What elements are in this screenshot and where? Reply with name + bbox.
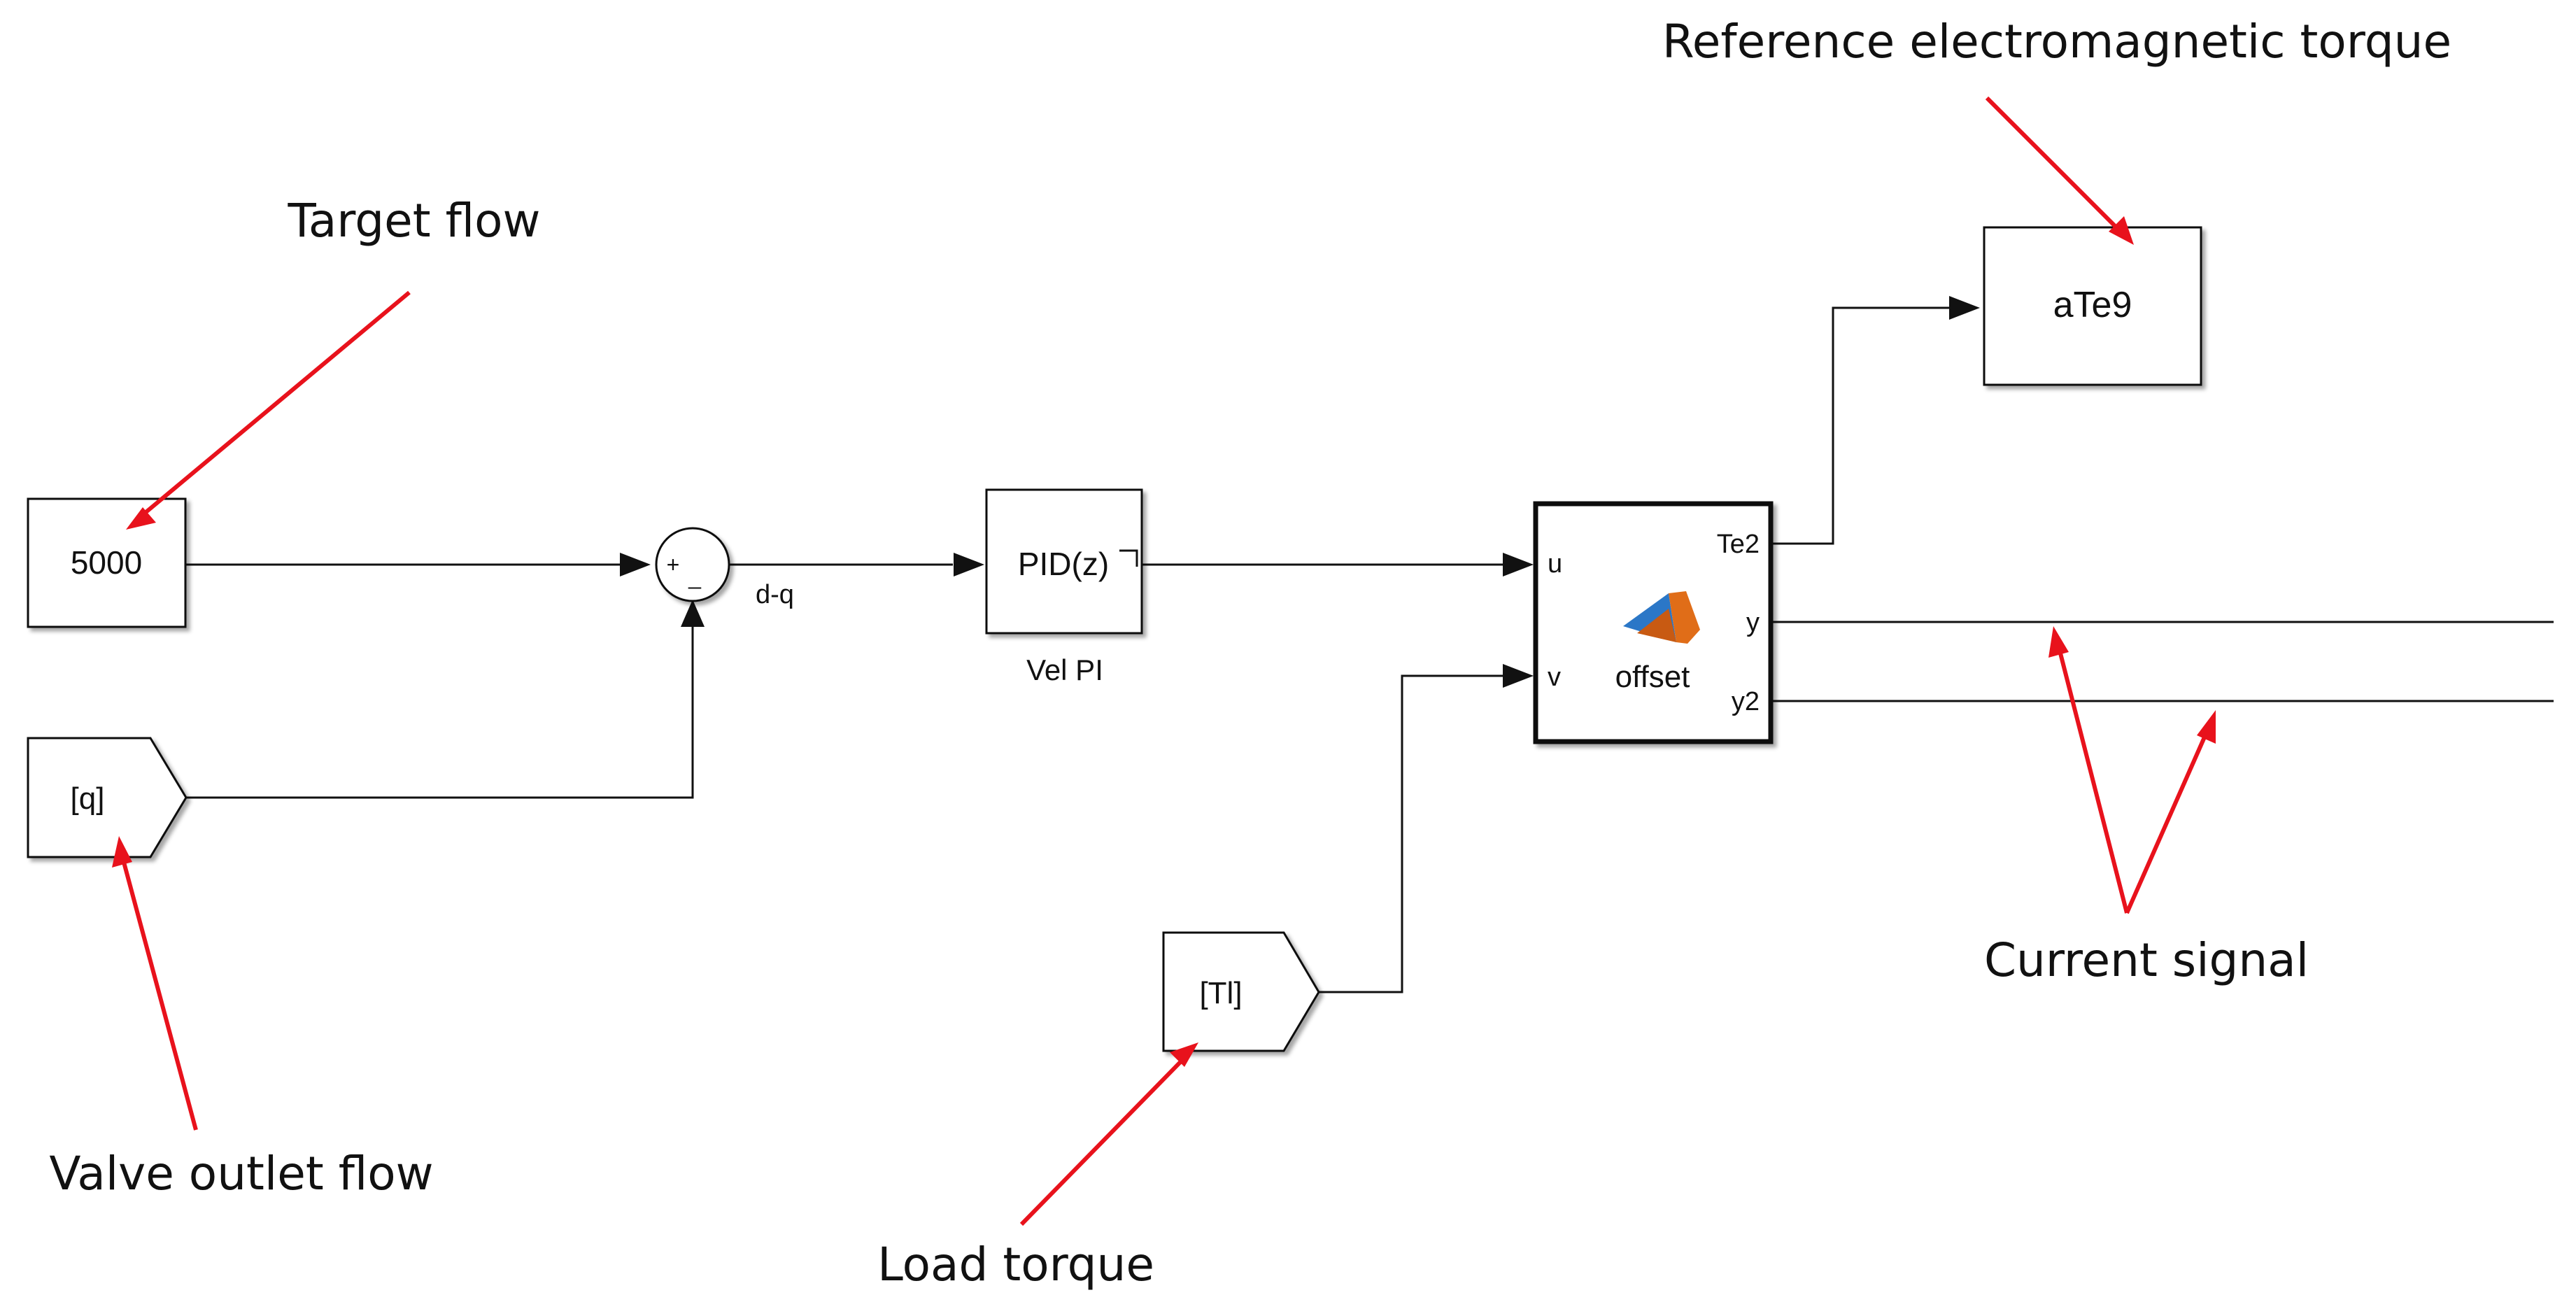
goto-q-tag: [q] [71,781,105,816]
arrowhead-offset-u [1503,553,1534,576]
arrowhead-scope-in [1949,296,1980,320]
port-y2-label: y2 [1732,687,1760,716]
port-u-label: u [1548,549,1562,579]
signal-label-d-q: d-q [756,580,794,609]
arrow-load-torque [1019,1054,1188,1226]
ate9-block-text: aTe9 [2053,285,2132,325]
line-q-to-sum[interactable] [186,623,694,799]
signal-arrowheads [620,296,1980,688]
matlab-function-block[interactable]: u v Te2 y y2 offset [1533,501,1774,744]
arrowhead-offset-v [1503,664,1534,688]
sum-block[interactable]: + _ [655,527,730,602]
annotation-target-flow: Target flow [287,194,540,248]
arrowhead-current-signal-y [2048,626,2069,658]
sum-plus-sign: + [667,552,680,577]
port-y-label: y [1746,608,1760,637]
ate9-block[interactable]: aTe9 [1983,226,2202,386]
annotation-current-signal: Current signal [1984,933,2309,987]
pid-block-label: Vel PI [1026,653,1103,686]
arrow-current-signal-y2 [2125,726,2211,914]
goto-q-block[interactable]: [q] [27,737,187,858]
arrowhead-sum-in1 [620,553,651,576]
signal-lines [186,306,2554,993]
annotation-load-torque: Load torque [877,1238,1154,1292]
constant-block[interactable]: 5000 [27,497,187,628]
line-tl-to-offset[interactable] [1319,674,1510,993]
goto-tl-block[interactable]: [Tl] [1162,931,1320,1052]
matlab-logo-icon [1623,591,1700,644]
arrow-current-signal-y [2056,644,2129,914]
pid-block-text: PID(z) [1018,546,1109,582]
arrowhead-reference-torque [2109,216,2134,245]
annotation-arrows [112,96,2216,1226]
line-te2-to-scope[interactable] [1771,306,1953,545]
goto-tl-tag: [Tl] [1199,976,1242,1010]
annotation-reference-torque: Reference electromagnetic torque [1662,15,2451,69]
arrow-valve-outlet-flow [120,856,198,1131]
sum-minus-sign: _ [688,564,702,589]
arrow-target-flow [142,290,411,516]
port-v-label: v [1548,663,1561,692]
arrowhead-current-signal-y2 [2197,710,2216,744]
matlab-function-name: offset [1615,660,1690,694]
pid-controller-block[interactable]: PID(z) [985,488,1143,635]
arrow-reference-torque [1985,96,2122,233]
annotation-valve-outlet-flow: Valve outlet flow [49,1147,433,1201]
arrowhead-pid-in [954,553,984,576]
port-te2-label: Te2 [1717,530,1760,559]
arrowhead-valve-outlet-flow [112,836,132,868]
constant-value: 5000 [71,544,142,581]
arrowhead-load-torque [1170,1042,1198,1067]
arrowhead-sum-in2 [681,600,705,627]
arrowhead-target-flow [126,507,156,530]
pid-reset-mark [1119,549,1138,567]
